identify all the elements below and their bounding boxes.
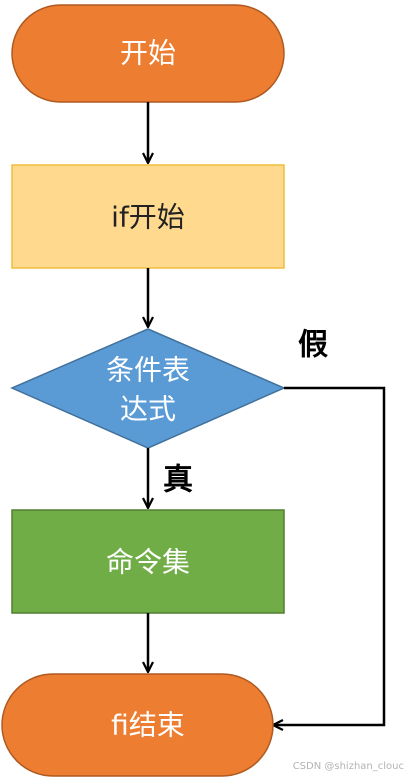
end-label: fi结束	[111, 709, 185, 742]
condition-decision-shape	[10, 328, 286, 449]
false-branch-label: 假	[298, 328, 328, 363]
if-start-label: if开始	[111, 201, 185, 234]
condition-label-line1: 条件表	[106, 354, 190, 387]
commands-node: 命令集	[11, 509, 285, 614]
condition-node: 条件表 达式	[10, 328, 286, 449]
start-label: 开始	[120, 37, 176, 70]
condition-label-line2: 达式	[120, 393, 176, 426]
end-terminal-shape	[1, 673, 274, 777]
true-branch-label: 真	[163, 463, 193, 498]
if-start-process-shape	[11, 164, 285, 269]
commands-label: 命令集	[106, 546, 190, 579]
end-node: fi结束	[1, 673, 274, 777]
false-branch-connector	[273, 386, 386, 725]
csdn-watermark: CSDN @shizhan_clouc	[292, 761, 404, 772]
start-node: 开始	[11, 4, 285, 103]
commands-process-shape	[11, 509, 285, 614]
if-start-node: if开始	[11, 164, 285, 269]
